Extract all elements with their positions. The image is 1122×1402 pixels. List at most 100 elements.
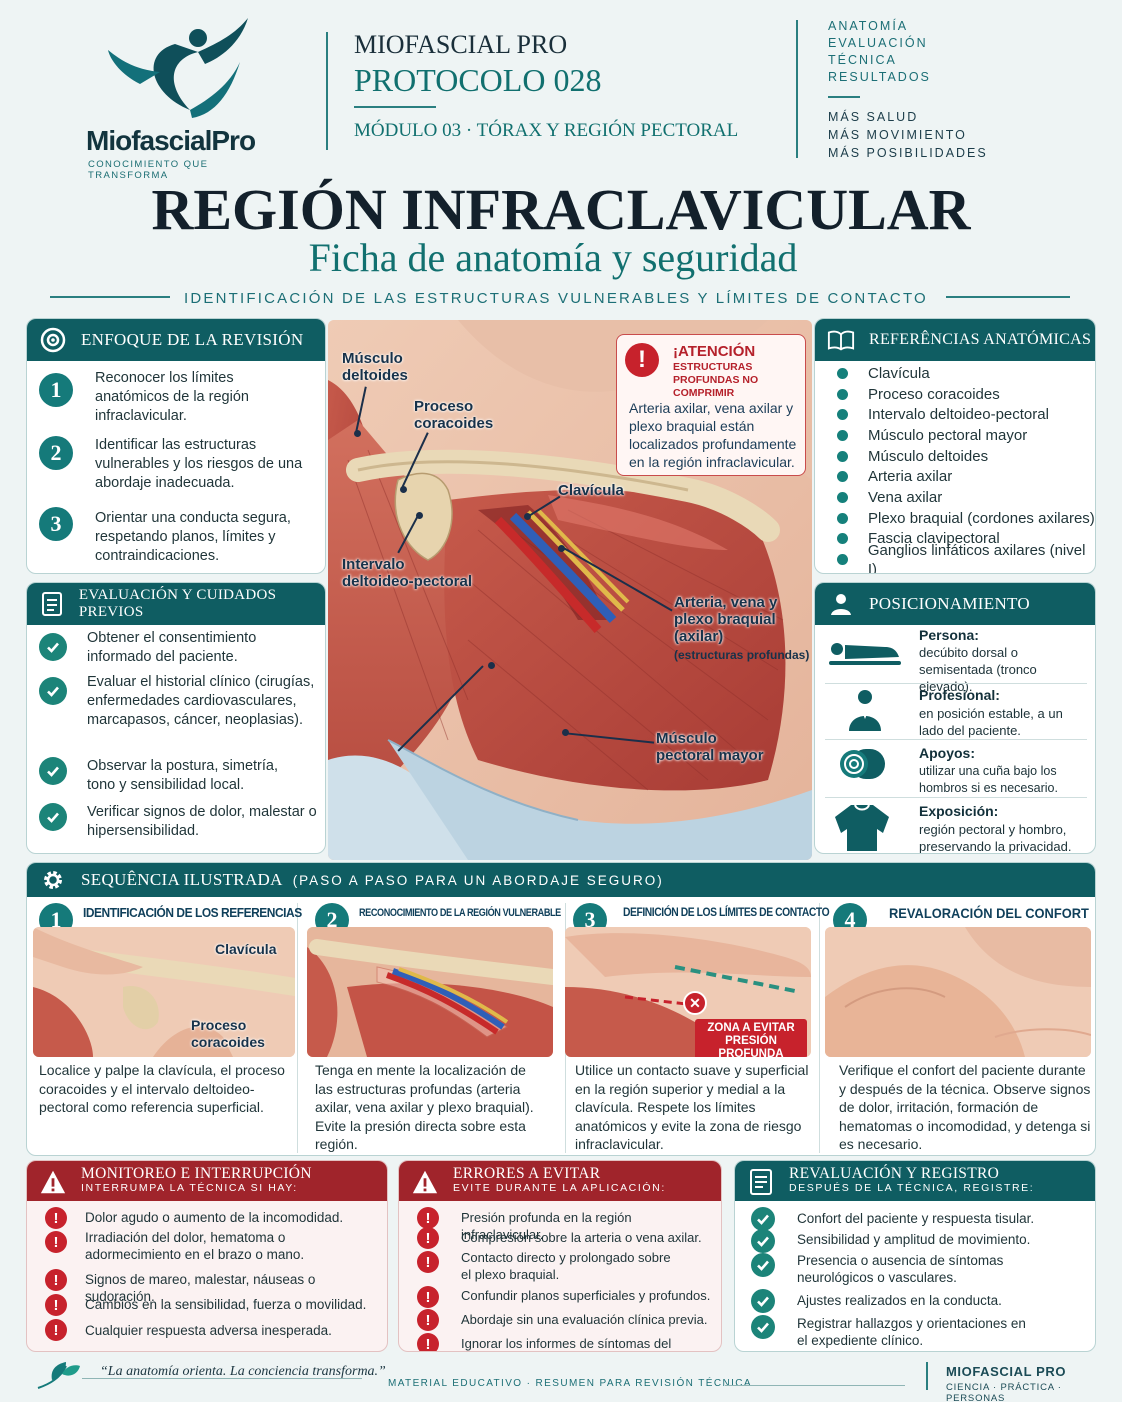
eval-item-3: Observar la postura, simetría, tono y se…: [87, 758, 278, 793]
pos-label-3: Apoyos:: [919, 745, 975, 761]
sequence-panel: SEQUÊNCIA ILUSTRADA (PASO A PASO PARA UN…: [26, 862, 1096, 1156]
focus-text-2: Identificar las estructuras vulnerables …: [95, 437, 303, 491]
label-pectoral: Músculo pectoral mayor: [656, 730, 764, 764]
pos-label-2: Profesional:: [919, 687, 1000, 703]
professional-icon: [845, 689, 885, 738]
footer-brand: MIOFASCIAL PRO: [946, 1364, 1067, 1379]
page-title: REGIÓN INFRACLAVICULAR: [151, 177, 971, 242]
document-icon: [747, 1168, 775, 1196]
ref-item: Músculo deltoides: [837, 446, 1095, 467]
alert-icon: !: [417, 1207, 439, 1229]
check-icon: [39, 677, 67, 705]
towel-roll-icon: [837, 745, 889, 790]
ref-item: Plexo braquial (cordones axilares): [837, 508, 1095, 529]
step-4-title: REVALORACIÓN DEL CONFORT: [889, 905, 1089, 921]
eval-item-4: Verificar signos de dolor, malestar o hi…: [87, 804, 317, 839]
alert-icon: !: [45, 1269, 67, 1291]
pos-text-2: en posición estable, a un lado del pacie…: [919, 706, 1063, 738]
warning-icon: !: [625, 343, 659, 377]
error-item-2: Compresión sobre la arteria o vena axila…: [461, 1230, 702, 1245]
sequence-header: SEQUÊNCIA ILUSTRADA (PASO A PASO PARA UN…: [27, 863, 1095, 897]
alert-icon: !: [45, 1294, 67, 1316]
label-clavicula: Clavícula: [558, 482, 624, 499]
check-icon: [39, 803, 67, 831]
no-pressure-icon: ✕: [683, 991, 707, 1015]
label-intervalo: Intervalo deltoideo-pectoral: [342, 556, 473, 590]
brand-logo: MiofascialPro CONOCIMIENTO QUE TRANSFORM…: [80, 14, 290, 181]
alert-icon: !: [417, 1309, 439, 1331]
step-1-label-coracoides: Proceso coracoides: [191, 1017, 265, 1050]
header-protocol: PROTOCOLO 028: [354, 62, 602, 98]
pos-label-4: Exposición:: [919, 803, 999, 819]
ref-item: Vena axilar: [837, 487, 1095, 508]
check-icon: [39, 757, 67, 785]
gear-icon: [39, 866, 67, 894]
warning-triangle-icon: [39, 1168, 67, 1196]
footer-brand-sub: CIENCIA · PRÁCTICA · PERSONAS: [946, 1382, 1062, 1402]
target-icon: [39, 326, 67, 354]
check-icon: [751, 1229, 775, 1253]
page-subtitle: Ficha de anatomía y seguridad: [308, 235, 798, 280]
error-item-3: Contacto directo y prolongado sobre el p…: [461, 1250, 671, 1282]
focus-text-1: Reconocer los límites anatómicos de la r…: [95, 370, 249, 424]
lying-person-icon: [827, 637, 903, 672]
ref-item: Arteria axilar: [837, 466, 1095, 487]
focus-text-3: Orientar una conducta segura, respetando…: [95, 510, 291, 564]
person-icon: [827, 590, 855, 618]
brand-name: MiofascialPro: [86, 125, 256, 156]
record-item-4: Ajustes realizados en la conducta.: [797, 1293, 1002, 1308]
step-1-label-clavicula: Clavícula: [215, 941, 277, 957]
brand-tagline: CONOCIMIENTO QUE TRANSFORMA: [88, 159, 209, 181]
footer-center: MATERIAL EDUCATIVO · RESUMEN PARA REVISI…: [388, 1378, 752, 1389]
focus-num-2: 2: [39, 436, 73, 470]
eval-item-2: Evaluar el historial clínico (cirugías, …: [87, 674, 315, 728]
position-header: POSICIONAMIENTO: [815, 583, 1095, 625]
refs-panel: REFERÊNCIAS ANATÓMICAS Clavícula Proceso…: [814, 318, 1096, 574]
record-item-1: Confort del paciente y respuesta tisular…: [797, 1211, 1035, 1226]
position-panel: POSICIONAMIENTO Persona: decúbito dorsal…: [814, 582, 1096, 854]
warning-subtitle: ESTRUCTURAS PROFUNDAS NO COMPRIMIR: [673, 361, 759, 399]
alert-icon: !: [45, 1319, 67, 1341]
step-1-image: Clavícula Proceso coracoides: [33, 927, 295, 1057]
alert-icon: !: [45, 1207, 67, 1229]
record-item-3: Presencia o ausencia de síntomas neuroló…: [797, 1253, 1004, 1285]
warning-text: Arteria axilar, vena axilar y plexo braq…: [629, 400, 797, 470]
athlete-logo-icon: [108, 18, 248, 118]
pos-label-1: Persona:: [919, 627, 979, 643]
book-icon: [827, 326, 855, 354]
ref-item: Proceso coracoides: [837, 384, 1095, 405]
error-item-5: Abordaje sin una evaluación clínica prev…: [461, 1312, 708, 1327]
header-line1: MIOFASCIAL PRO: [354, 30, 568, 59]
eval-header: EVALUACIÓN Y CUIDADOS PREVIOS: [27, 583, 325, 625]
monitor-item-3: Signos de mareo, malestar, náuseas o sud…: [85, 1272, 316, 1304]
monitor-item-1: Dolor agudo o aumento de la incomodidad.: [85, 1210, 344, 1225]
check-icon: [751, 1253, 775, 1277]
ref-item: Fascia clavipectoral: [837, 529, 1095, 550]
step-3-title: DEFINICIÓN DE LOS LÍMITES DE CONTACTO: [623, 905, 830, 919]
monitor-item-4: Cambios en la sensibilidad, fuerza o mov…: [85, 1297, 367, 1312]
ref-item: Ganglios linfáticos axilares (nivel I): [837, 542, 1095, 573]
shirt-icon: [833, 803, 891, 853]
warning-triangle-icon: [411, 1168, 439, 1196]
warning-title: ¡ATENCIÓN: [673, 343, 756, 360]
check-icon: [39, 633, 67, 661]
label-deltoides: Músculo deltoides: [342, 350, 408, 384]
step-1-text: Localice y palpe la clavícula, el proces…: [39, 1062, 285, 1115]
label-arteria: Arteria, vena y plexo braquial (axilar): [674, 594, 778, 645]
step-2-text: Tenga en mente la localización de las es…: [315, 1062, 534, 1152]
step-3-image: ✕ ZONA A EVITAR PRESIÓN PROFUNDA: [565, 927, 811, 1057]
checklist-icon: [39, 590, 65, 618]
alert-icon: !: [45, 1231, 67, 1253]
focus-num-1: 1: [39, 373, 73, 407]
alert-icon: !: [417, 1251, 439, 1273]
pos-text-3: utilizar una cuña bajo los hombros si es…: [919, 764, 1058, 795]
step-3-text: Utilice un contacto suave y superficial …: [575, 1062, 809, 1152]
label-arteria-sub: (estructuras profundas): [674, 648, 810, 662]
pos-text-4: región pectoral y hombro, preservando la…: [919, 822, 1072, 854]
alert-icon: !: [417, 1333, 439, 1351]
eval-item-1: Obtener el consentimiento informado del …: [87, 630, 257, 665]
